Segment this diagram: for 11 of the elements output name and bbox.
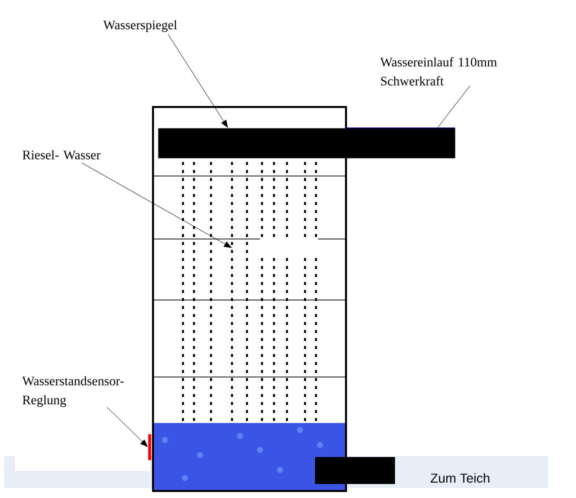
sensor-strip bbox=[148, 434, 152, 460]
arrow bbox=[168, 34, 228, 128]
outlet-label: Zum Teich bbox=[430, 473, 490, 483]
arrow bbox=[106, 406, 148, 447]
callout-text: Riesel- Wasser bbox=[22, 150, 100, 160]
callout-text: Wasserspiegel bbox=[103, 20, 177, 32]
callout-text: Wassereinlauf 110mm Schwerkraft bbox=[380, 57, 497, 86]
leader-line bbox=[437, 85, 470, 128]
callout-text: Wasserstandsensor- Reglung bbox=[22, 376, 124, 408]
inlet-pipe bbox=[158, 128, 456, 158]
arrow bbox=[82, 162, 232, 248]
